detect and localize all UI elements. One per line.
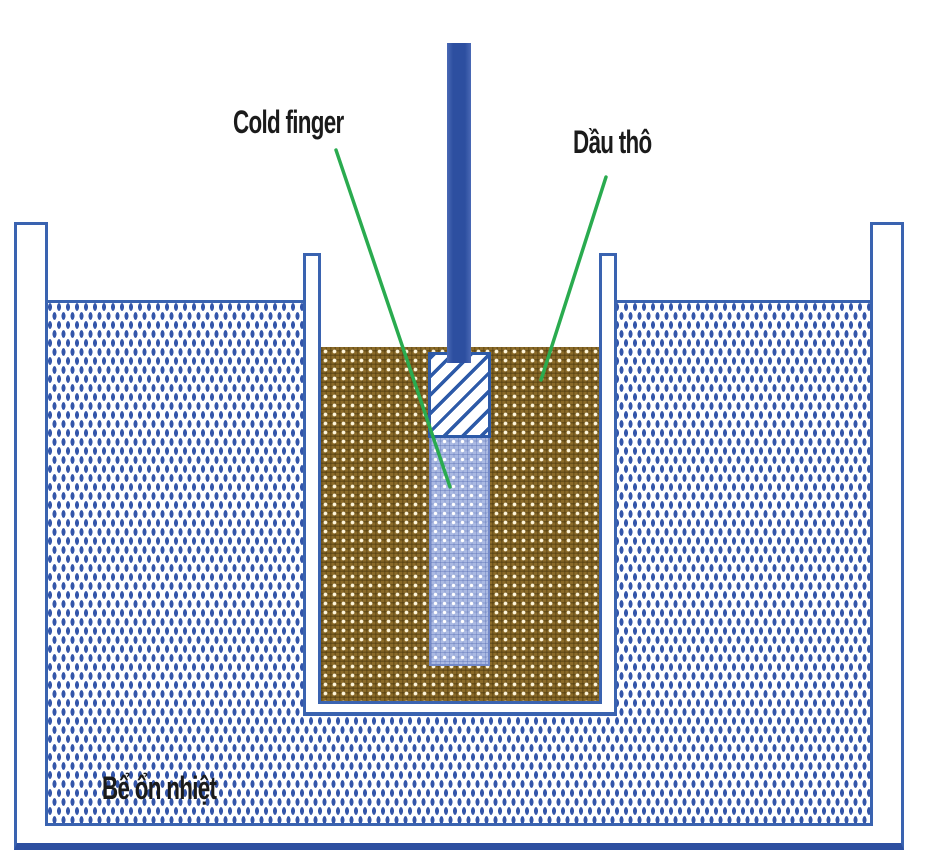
beaker-wall-cap-right xyxy=(599,253,617,256)
bath-wall-cap-left xyxy=(14,222,51,225)
cold-finger-hatched-cap xyxy=(428,352,491,438)
bath-wall-cap-right xyxy=(867,222,904,225)
label-cold-finger: Cold finger xyxy=(233,104,344,140)
stirrer-rod xyxy=(447,43,471,363)
label-thermostat-bath: Bể ổn nhiệt xyxy=(102,770,217,806)
cold-finger-body xyxy=(429,437,490,666)
label-crude-oil: Dầu thô xyxy=(573,124,652,160)
beaker-wall-cap-left xyxy=(303,253,321,256)
